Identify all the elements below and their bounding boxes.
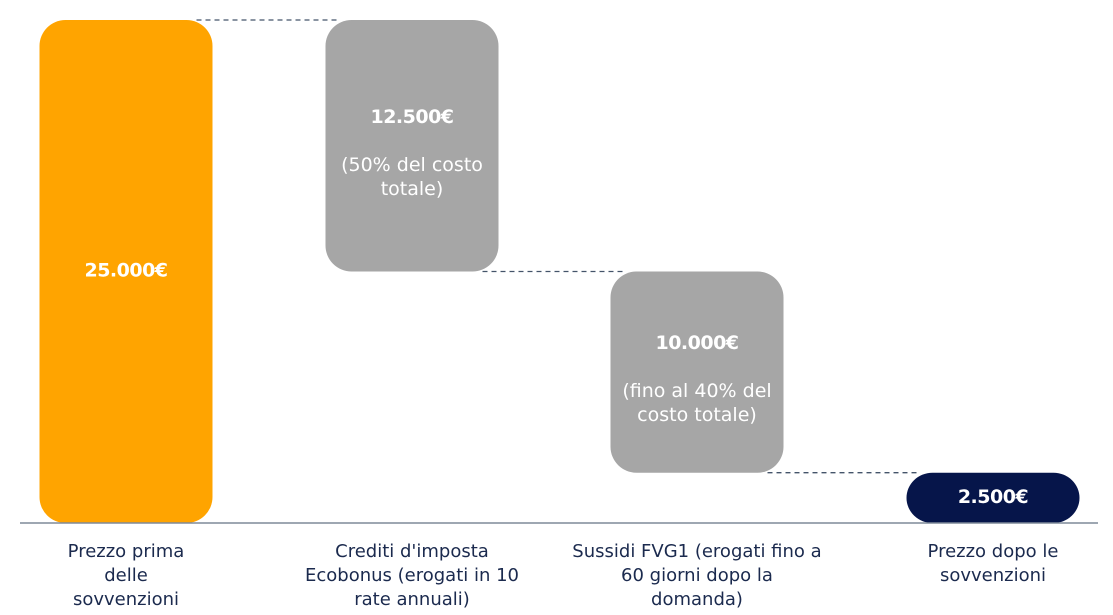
bar-value-label: 10.000€: [655, 332, 738, 354]
bar-value-label: 25.000€: [84, 260, 167, 282]
category-label-line: delle: [104, 565, 148, 586]
bar-note-line: (fino al 40% del: [622, 380, 771, 402]
category-label-line: sovvenzioni: [940, 565, 1046, 586]
category-label-line: Ecobonus (erogati in 10: [305, 565, 519, 586]
category-label-line: Sussidi FVG1 (erogati fino a: [572, 541, 821, 562]
bar-note-line: totale): [381, 178, 444, 200]
bar-note-line: costo totale): [637, 404, 757, 426]
category-label-line: 60 giorni dopo la: [621, 565, 773, 586]
category-label-line: rate annuali): [354, 589, 470, 610]
category-label-line: Prezzo dopo le: [928, 541, 1059, 562]
category-label-line: Crediti d'imposta: [335, 541, 489, 562]
bar-note-line: (50% del costo: [341, 154, 483, 176]
category-label-line: domanda): [651, 589, 743, 610]
category-label-line: sovvenzioni: [73, 589, 179, 610]
connector-lines: [196, 19, 919, 474]
bar-1: [325, 20, 499, 272]
category-label-line: Prezzo prima: [68, 541, 185, 562]
bar-0: [39, 20, 213, 523]
bar-value-label: 12.500€: [370, 106, 453, 128]
bar-3: [906, 472, 1080, 523]
bar-value-label: 2.500€: [958, 486, 1028, 508]
bar-2: [610, 271, 784, 473]
category-labels: Prezzo prima delle sovvenzioni Crediti d'im…: [68, 541, 1059, 610]
